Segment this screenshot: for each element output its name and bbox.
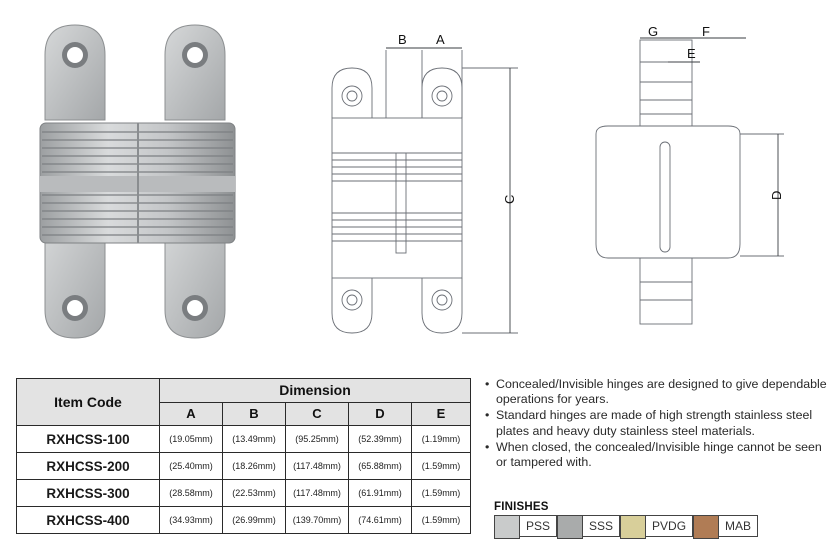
dimension-table: Item Code Dimension A B C D E RXHCSS-100… xyxy=(16,378,471,534)
cell-a: (34.93mm) xyxy=(159,506,223,534)
feature-item: Standard hinges are made of high strengt… xyxy=(484,408,832,438)
front-view-drawing: B A C xyxy=(331,32,518,334)
item-code: RXHCSS-100 xyxy=(16,425,160,453)
cell-a: (19.05mm) xyxy=(159,425,223,453)
finish-swatch-pss xyxy=(494,515,520,539)
finish-label-sss: SSS xyxy=(583,515,621,537)
table-row: RXHCSS-100 (19.05mm) (13.49mm) (95.25mm)… xyxy=(16,425,471,453)
cell-d: (74.61mm) xyxy=(348,506,412,534)
hinge-photo xyxy=(39,24,236,339)
cell-a: (25.40mm) xyxy=(159,452,223,480)
table-row: RXHCSS-200 (25.40mm) (18.26mm) (117.48mm… xyxy=(16,452,471,480)
column-header-c: C xyxy=(285,401,349,426)
cell-d: (61.91mm) xyxy=(348,479,412,507)
cell-c: (139.70mm) xyxy=(285,506,349,534)
cell-e: (1.19mm) xyxy=(411,425,471,453)
dim-label-F: F xyxy=(702,24,710,39)
column-header-a: A xyxy=(159,401,223,426)
table-row: RXHCSS-400 (34.93mm) (26.99mm) (139.70mm… xyxy=(16,506,471,534)
dim-label-G: G xyxy=(648,24,658,39)
feature-item: Concealed/Invisible hinges are designed … xyxy=(484,377,832,407)
dimension-header: Dimension xyxy=(159,378,471,403)
cell-e: (1.59mm) xyxy=(411,479,471,507)
dim-label-E: E xyxy=(687,46,696,61)
finish-swatch-pvdg xyxy=(620,515,647,539)
dim-label-B: B xyxy=(398,32,407,47)
feature-item: When closed, the concealed/Invisible hin… xyxy=(484,440,832,470)
cell-d: (65.88mm) xyxy=(348,452,412,480)
finish-label-mab: MAB xyxy=(719,515,759,537)
table-row: RXHCSS-300 (28.58mm) (22.53mm) (117.48mm… xyxy=(16,479,471,507)
finish-label-pss: PSS xyxy=(520,515,558,537)
cell-c: (117.48mm) xyxy=(285,452,349,480)
item-code: RXHCSS-300 xyxy=(16,479,160,507)
item-code: RXHCSS-200 xyxy=(16,452,160,480)
cell-b: (26.99mm) xyxy=(222,506,286,534)
column-header-e: E xyxy=(411,401,471,426)
cell-e: (1.59mm) xyxy=(411,452,471,480)
cell-b: (18.26mm) xyxy=(222,452,286,480)
side-view-drawing: G F E D xyxy=(595,24,784,325)
dim-label-D: D xyxy=(769,191,784,200)
finishes-title: FINISHES xyxy=(494,501,549,513)
cell-e: (1.59mm) xyxy=(411,506,471,534)
finish-swatch-mab xyxy=(693,515,720,539)
cell-c: (117.48mm) xyxy=(285,479,349,507)
item-code: RXHCSS-400 xyxy=(16,506,160,534)
cell-b: (22.53mm) xyxy=(222,479,286,507)
finish-label-pvdg: PVDG xyxy=(646,515,694,537)
dim-label-C: C xyxy=(502,195,517,204)
feature-list: Concealed/Invisible hinges are designed … xyxy=(484,377,832,471)
dim-label-A: A xyxy=(436,32,445,47)
column-header-d: D xyxy=(348,401,412,426)
cell-a: (28.58mm) xyxy=(159,479,223,507)
item-code-header: Item Code xyxy=(16,378,160,426)
column-header-b: B xyxy=(222,401,286,426)
cell-d: (52.39mm) xyxy=(348,425,412,453)
cell-b: (13.49mm) xyxy=(222,425,286,453)
cell-c: (95.25mm) xyxy=(285,425,349,453)
finishes-row: PSS SSS PVDG MAB xyxy=(494,515,759,539)
finish-swatch-sss xyxy=(557,515,584,539)
